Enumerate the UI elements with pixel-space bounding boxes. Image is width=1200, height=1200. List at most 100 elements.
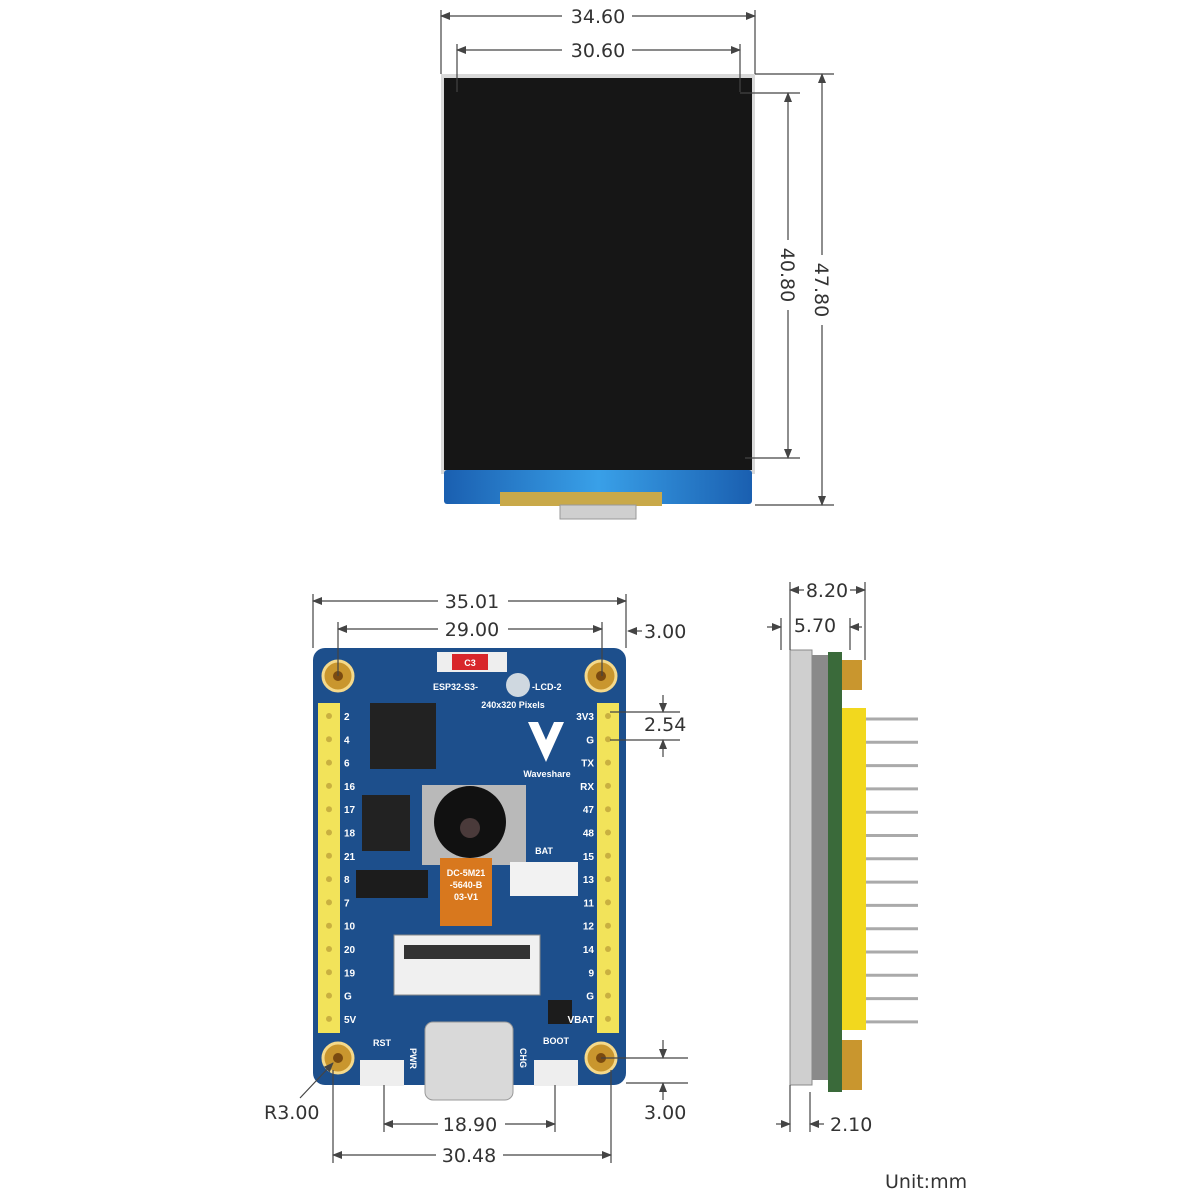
header-pin bbox=[605, 759, 611, 766]
lcd-module bbox=[441, 74, 755, 520]
pin-label: G bbox=[344, 992, 352, 1003]
header-pin bbox=[326, 829, 332, 836]
pin-label: 14 bbox=[583, 945, 595, 956]
lcd-height-active-label: 40.80 bbox=[776, 248, 798, 302]
header-pin bbox=[605, 946, 611, 952]
psram-chip bbox=[362, 795, 410, 851]
side-standoff-top bbox=[842, 660, 862, 690]
header-pin bbox=[326, 899, 332, 906]
side-fpc bbox=[812, 655, 828, 1080]
header-pin bbox=[326, 806, 332, 813]
side-body-label: 5.70 bbox=[794, 615, 836, 637]
header-pin bbox=[326, 992, 332, 999]
side-standoff-bottom bbox=[842, 1040, 862, 1090]
pwr-label: PWR bbox=[408, 1048, 418, 1069]
pin-label: G bbox=[586, 992, 594, 1003]
header-pin bbox=[326, 713, 332, 719]
usb-c-port[interactable] bbox=[424, 1021, 514, 1101]
header-pin bbox=[605, 852, 611, 859]
side-lcd bbox=[789, 649, 813, 1086]
pin-label: 18 bbox=[344, 829, 356, 840]
header-pin bbox=[605, 899, 611, 906]
header-pin bbox=[605, 969, 611, 976]
pin-label: 10 bbox=[344, 922, 356, 933]
boot-label: BOOT bbox=[543, 1036, 570, 1046]
cap-label: C3 bbox=[464, 658, 476, 668]
pin-label: 11 bbox=[583, 898, 594, 909]
hole-offset-y-label: 3.00 bbox=[644, 1102, 686, 1124]
header-pin bbox=[326, 946, 332, 952]
board-subtitle: 240x320 Pixels bbox=[481, 700, 545, 710]
lcd-fpc bbox=[500, 492, 662, 506]
header-pin bbox=[605, 713, 611, 719]
pin-label: 17 bbox=[344, 805, 356, 816]
pin-label: RX bbox=[580, 782, 594, 793]
pin-label: 15 bbox=[583, 852, 595, 863]
pin-label: 16 bbox=[344, 782, 356, 793]
pin-label: 12 bbox=[583, 922, 595, 933]
hole-spacing-label: 29.00 bbox=[445, 619, 499, 641]
pin-label: 21 bbox=[344, 852, 356, 863]
lcd-dimension-lines bbox=[440, 10, 834, 506]
pin-label: TX bbox=[581, 759, 594, 770]
left-header bbox=[318, 703, 340, 1033]
header-pin bbox=[605, 806, 611, 813]
side-total-label: 8.20 bbox=[806, 580, 848, 602]
regulator-chips bbox=[356, 870, 428, 898]
header-pin bbox=[605, 876, 611, 883]
pin-label: 4 bbox=[344, 735, 350, 746]
bat-label: BAT bbox=[535, 846, 553, 856]
header-span-label: 30.48 bbox=[442, 1145, 496, 1167]
board-title: ESP32-S3- bbox=[433, 682, 478, 692]
lcd-height-outer-label: 47.80 bbox=[810, 263, 832, 317]
header-pin bbox=[605, 922, 611, 929]
side-view bbox=[789, 649, 918, 1092]
lcd-width-active-label: 30.60 bbox=[571, 40, 625, 62]
lcd-connector bbox=[559, 504, 637, 520]
board-width-label: 35.01 bbox=[445, 591, 499, 613]
lcd-screen bbox=[444, 78, 752, 470]
pin-label: 2 bbox=[344, 712, 350, 723]
pin-label: 13 bbox=[583, 875, 595, 886]
header-pin bbox=[326, 782, 332, 789]
brand-label: Waveshare bbox=[523, 769, 570, 779]
header-pin bbox=[605, 992, 611, 999]
side-dimension-lines bbox=[767, 582, 866, 1132]
pin-label: 20 bbox=[344, 945, 356, 956]
pcb-board: C3 ESP32-S3- -LCD-2 240x320 Pixels Waves… bbox=[313, 648, 626, 1101]
header-pin bbox=[605, 1015, 611, 1022]
side-pcb-label: 2.10 bbox=[830, 1114, 872, 1136]
header-pin bbox=[326, 736, 332, 743]
corner-radius-label: R3.00 bbox=[264, 1102, 320, 1124]
camera-label-1: DC-5M21 bbox=[447, 868, 486, 878]
pin-label: 6 bbox=[344, 759, 350, 770]
rst-button[interactable] bbox=[360, 1060, 404, 1086]
fpc-connector bbox=[393, 934, 541, 996]
pin-label: 5V bbox=[344, 1015, 357, 1026]
header-pin bbox=[326, 922, 332, 929]
pin-label: 48 bbox=[583, 829, 595, 840]
usb-span-label: 18.90 bbox=[443, 1114, 497, 1136]
pin-label: 19 bbox=[344, 968, 356, 979]
side-pcb bbox=[828, 652, 842, 1092]
header-pin bbox=[605, 736, 611, 743]
board-dimension-lines bbox=[299, 594, 688, 1163]
pin-label: G bbox=[586, 735, 594, 746]
board-title-suffix: -LCD-2 bbox=[532, 682, 562, 692]
header-pin bbox=[605, 782, 611, 789]
esp32-chip bbox=[370, 703, 436, 769]
side-header bbox=[842, 708, 866, 1030]
header-pin bbox=[326, 876, 332, 883]
boot-button[interactable] bbox=[534, 1060, 578, 1086]
pin-label: 7 bbox=[344, 898, 350, 909]
pin-label: 9 bbox=[588, 968, 594, 979]
camera-label-3: 03-V1 bbox=[454, 892, 478, 902]
side-header-pins bbox=[866, 717, 918, 1024]
rst-label: RST bbox=[373, 1038, 392, 1048]
pin-pitch-label: 2.54 bbox=[644, 714, 686, 736]
battery-connector bbox=[510, 862, 578, 896]
header-pin bbox=[326, 969, 332, 976]
